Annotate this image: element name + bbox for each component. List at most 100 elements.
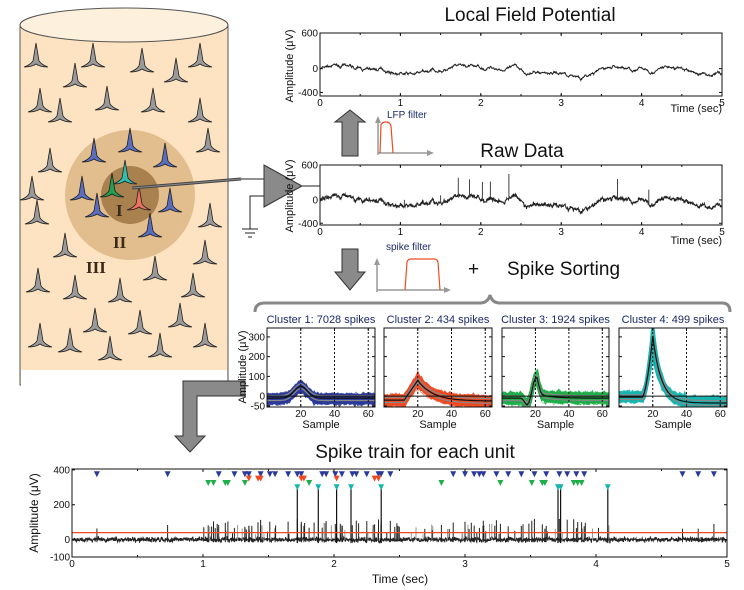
x-tick-label: 0 <box>317 98 323 109</box>
spike-marker-cyan <box>333 484 340 491</box>
neuron-icon <box>69 175 95 201</box>
waveform-std-lower <box>619 338 727 406</box>
cluster-title: Cluster 4: 499 spikes <box>622 314 725 326</box>
spike-marker-blue <box>710 471 717 478</box>
spike-marker-red <box>257 475 264 482</box>
cluster-title: Cluster 3: 1924 spikes <box>501 314 610 326</box>
spike-marker-blue <box>257 471 264 478</box>
neuron-icon <box>37 147 63 173</box>
lfp-filter-label: LFP filter <box>387 110 427 121</box>
spike-filter-icon <box>374 258 451 293</box>
y-tick-label: -400 <box>298 88 318 99</box>
y-tick-label: 400 <box>53 465 70 476</box>
neuron-icon <box>27 87 53 113</box>
spike-marker-blue <box>93 471 100 478</box>
electrode <box>131 177 265 190</box>
x-tick-label: 20 <box>530 409 542 420</box>
x-tick-label: 20 <box>647 409 659 420</box>
neuron-icon <box>117 127 143 153</box>
x-tick-label: 60 <box>715 409 727 420</box>
spike-marker-blue <box>349 471 356 478</box>
y-tick-label: 0 <box>312 195 318 206</box>
waveform <box>384 385 492 407</box>
spike-marker-red <box>371 475 378 482</box>
spike-marker-red <box>333 475 340 482</box>
plot-area <box>72 487 727 544</box>
neuron-icon <box>25 267 51 293</box>
axes-frame <box>319 32 723 97</box>
y-tick-label: 100 <box>248 372 265 383</box>
neuron-icon <box>107 277 133 303</box>
spike-marker-blue <box>476 471 483 478</box>
plot-area <box>267 328 375 407</box>
neuron-icon <box>97 335 123 361</box>
spike-marker-blue <box>363 471 370 478</box>
x-tick-label: 20 <box>295 409 307 420</box>
spike-marker-blue <box>543 471 550 478</box>
spike-marker-red <box>300 475 307 482</box>
layer-II-label: II <box>113 233 127 252</box>
spike-marker-blue <box>245 471 252 478</box>
neuron-icon <box>23 42 49 68</box>
lfp-trace <box>320 62 722 82</box>
neuron-icon <box>27 322 53 348</box>
x-tick-label: 60 <box>480 409 492 420</box>
spike-marker-green <box>306 479 313 486</box>
neuron-icon <box>195 127 221 153</box>
axes-frame <box>266 327 376 408</box>
x-tick-label: 60 <box>363 409 375 420</box>
raw-data-title: Raw Data <box>480 141 564 162</box>
waveform <box>267 389 375 405</box>
spike-marker-blue <box>319 471 326 478</box>
spike-marker-blue <box>695 471 702 478</box>
neuron-icon <box>99 172 125 198</box>
y-tick-label: 600 <box>301 29 318 40</box>
x-tick-label: 2 <box>478 227 484 238</box>
x-tick-label: 5 <box>719 227 725 238</box>
x-tick-label: 1 <box>200 559 206 570</box>
neuron-icon <box>137 212 163 238</box>
spike-marker-blue <box>471 471 478 478</box>
neurons <box>19 42 223 361</box>
plot-area <box>619 328 727 407</box>
spike-marker-green <box>574 479 581 486</box>
x-tick-label: 40 <box>329 409 341 420</box>
waveform-mean <box>502 376 609 406</box>
y-tick-label: 0 <box>259 392 265 403</box>
waveform <box>619 334 723 407</box>
neuron-icon <box>192 322 218 348</box>
spike-marker-blue <box>294 471 301 478</box>
spike-marker-blue <box>462 471 468 478</box>
raw-ylabel: Amplitude (μV) <box>284 160 296 233</box>
neuron-icon <box>147 332 173 358</box>
up-arrow-icon <box>333 109 367 157</box>
waveform-mean <box>619 335 727 404</box>
x-tick-label: 3 <box>462 559 468 570</box>
spike-marker-red <box>245 475 252 482</box>
neuron-icon <box>127 309 153 335</box>
y-tick-label: 200 <box>53 500 70 511</box>
cluster-xlabel: Sample <box>537 419 574 431</box>
clusters-ylabel: Amplitude (μV) <box>237 331 249 404</box>
spike-marker-green <box>541 479 548 486</box>
lfp-ylabel: Amplitude (μV) <box>284 30 296 103</box>
waveform-std-lower <box>502 379 609 407</box>
y-tick-label: 300 <box>248 332 265 343</box>
neuron-icon <box>94 85 120 111</box>
spike-marker-blue <box>531 471 538 478</box>
waveform <box>619 331 727 403</box>
spike-marker-blue <box>338 471 345 478</box>
spike-marker-blue <box>573 471 580 478</box>
spike-marker-green <box>224 479 231 486</box>
neuron-icon <box>81 137 107 163</box>
neuron-icon <box>19 175 45 201</box>
waveform <box>502 376 609 407</box>
neuron-icon <box>167 302 193 328</box>
spike-marker-red <box>375 475 382 482</box>
down-left-arrow-icon <box>173 380 246 453</box>
y-tick-label: -400 <box>298 219 318 230</box>
plus-sign: + <box>468 259 479 280</box>
